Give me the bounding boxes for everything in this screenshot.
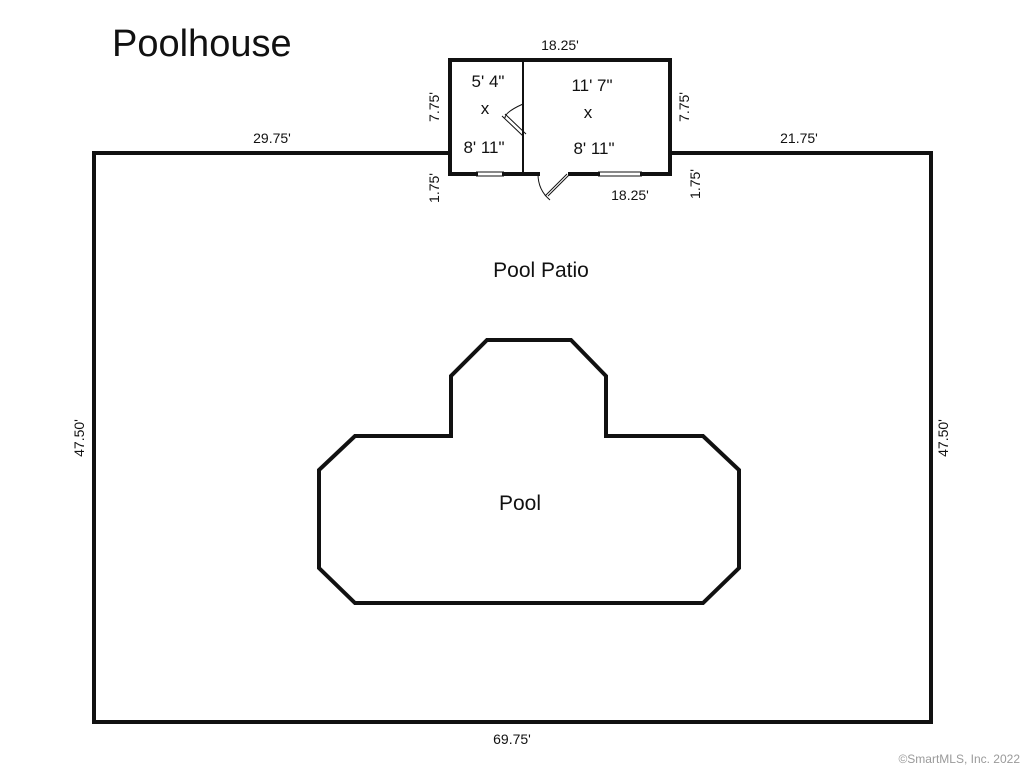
poolhouse-top-width-label: 18.25': [541, 37, 579, 53]
interior-door-swing: [501, 103, 527, 137]
patio-bottom-width-label: 69.75': [493, 731, 531, 747]
page-title: Poolhouse: [112, 23, 292, 65]
room-large-depth: 8' 11": [573, 139, 615, 158]
patio-right-height-label: 47.50': [935, 419, 951, 457]
poolhouse-left-offset-label: 1.75': [426, 173, 442, 203]
poolhouse-right-offset-label: 1.75': [687, 169, 703, 199]
patio-left-height-label: 47.50': [71, 419, 87, 457]
room-small-width: 5' 4": [471, 72, 505, 91]
poolhouse-right-height-label: 7.75': [676, 92, 692, 122]
room-small-by: x: [480, 99, 490, 118]
pool-patio-label: Pool Patio: [493, 259, 589, 282]
copyright-notice: ©SmartMLS, Inc. 2022: [898, 752, 1020, 766]
pool-outline: [317, 338, 741, 605]
poolhouse-left-height-label: 7.75': [426, 92, 442, 122]
window-left: [475, 171, 505, 177]
exterior-door-swing: [537, 173, 571, 201]
patio-outline: [92, 151, 933, 724]
room-small-depth: 8' 11": [463, 138, 505, 157]
poolhouse-bottom-width-label: 18.25': [611, 187, 649, 203]
poolhouse-walls: [448, 58, 672, 176]
pool-label: Pool: [498, 492, 542, 515]
room-large-by: x: [583, 103, 593, 122]
patio-top-left-width-label: 29.75': [253, 130, 291, 146]
room-large-width: 11' 7": [571, 76, 613, 95]
patio-top-right-width-label: 21.75': [780, 130, 818, 146]
window-right: [597, 171, 643, 177]
